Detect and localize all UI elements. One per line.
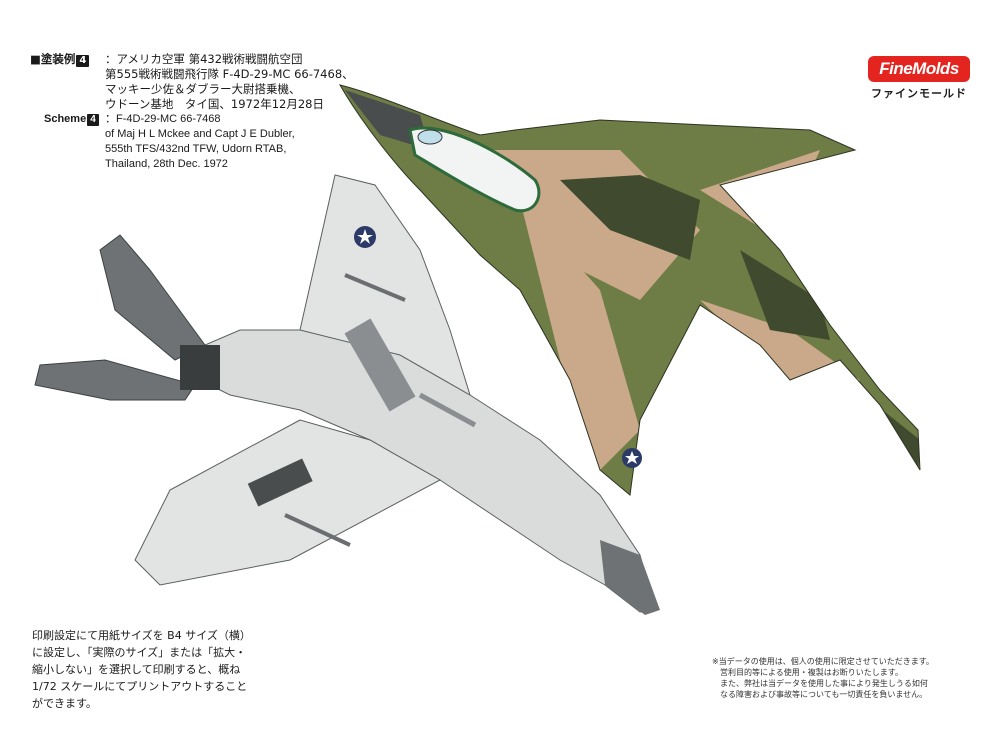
print-note-line: に設定し、「実際のサイズ」または「拡大・ [32, 646, 247, 659]
underside-tail-upper [99, 234, 206, 361]
caption-jp-line-4: ウドーン基地 タイ国、1972年12月28日 [105, 97, 324, 111]
scheme-number-badge-en: 4 [87, 114, 99, 126]
disclaimer-line: 営利目的等による使用・複製はお断りいたします。 [712, 668, 903, 677]
caption-jp-line-3: マッキー少佐＆ダブラー大尉搭乗機、 [105, 82, 301, 96]
print-note-line: 印刷設定にて用紙サイズを B4 サイズ（横） [32, 629, 251, 642]
underside-tail-lower [34, 359, 196, 401]
caption-jp-line-2: 第555戦術戦闘飛行隊 F-4D-29-MC 66-7468、 [105, 67, 354, 81]
print-note-line: 1/72 スケールにてプリントアウトすること [32, 680, 248, 693]
topside-canopy [408, 126, 541, 213]
caption-jp-line-1: ：アメリカ空軍 第432戦術戦闘航空団 [105, 52, 303, 66]
finemolds-logo: FineMolds ファインモールド [868, 56, 970, 101]
print-note-line: ができます。 [32, 697, 97, 710]
print-note-line: 縮小しない」を選択して印刷すると、概ね [32, 663, 241, 676]
logo-katakana: ファインモールド [871, 87, 967, 100]
underside-right-wing [134, 419, 442, 586]
print-instruction: 印刷設定にて用紙サイズを B4 サイズ（横） に設定し、「実際のサイズ」または「… [32, 627, 282, 712]
logo-brand-mark: FineMolds [868, 56, 970, 82]
topside-view [338, 84, 921, 496]
underside-view [34, 174, 660, 615]
disclaimer-line: また、弊社は当データを使用した事により発生しうる如何 [712, 679, 928, 688]
disclaimer-line: ※当データの使用は、個人の使用に限定させていただきます。 [712, 657, 934, 666]
caption-en-line-1: ：F-4D-29-MC 66-7468 [105, 113, 221, 125]
caption-en-line-4: Thailand, 28th Dec. 1972 [105, 158, 228, 170]
disclaimer-line: なる障害および事故等についても一切責任を負いません。 [712, 690, 928, 699]
underside-left-wing [299, 174, 471, 397]
underside-fuselage [189, 329, 656, 613]
caption-en-line-2: of Maj H L Mckee and Capt J E Dubler, [105, 128, 295, 140]
usage-disclaimer: ※当データの使用は、個人の使用に限定させていただきます。 営利目的等による使用・… [712, 656, 980, 700]
scheme-number-badge: 4 [76, 55, 90, 67]
caption-en-line-3: 555th TFS/432nd TFW, Udorn RTAB, [105, 143, 287, 155]
